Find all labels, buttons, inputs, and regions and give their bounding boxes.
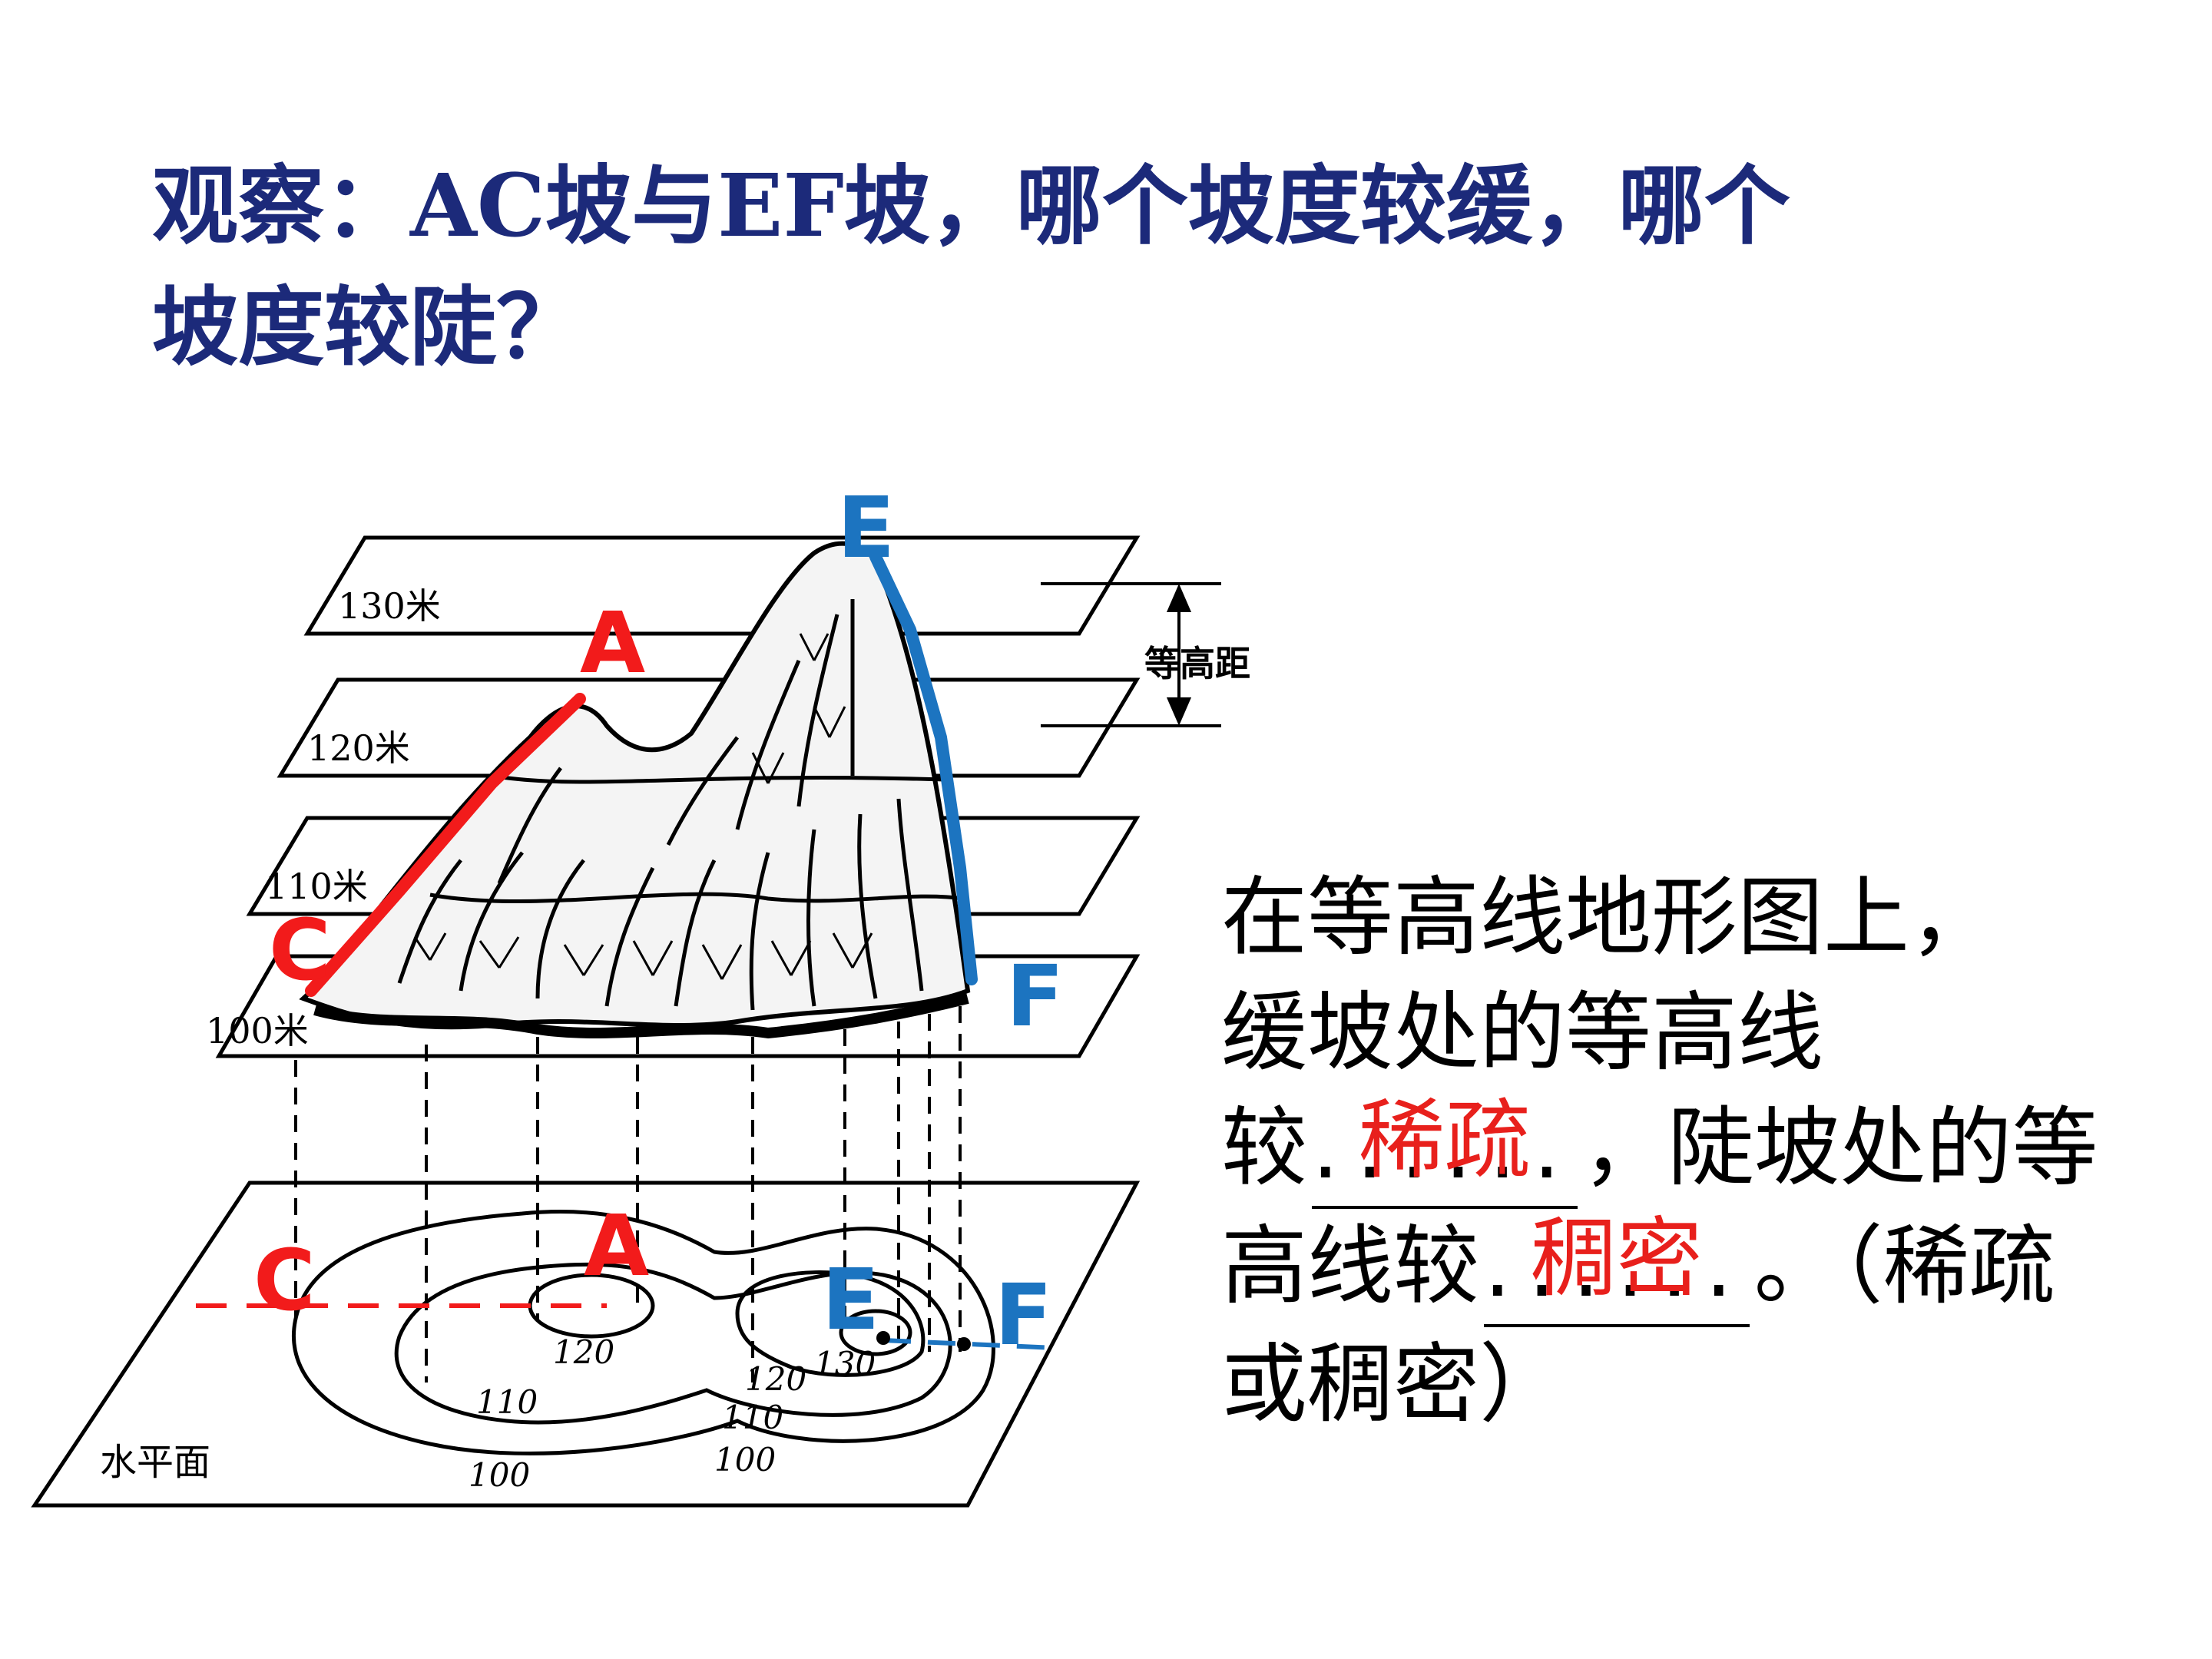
conclusion-line-3: 较......稀疏，陡坡处的等	[1221, 1091, 2197, 1209]
plane-130	[303, 535, 1141, 636]
contour-interval-indicator	[1041, 582, 1221, 727]
conclusion-line-4: 高线较......稠密。（稀疏	[1221, 1209, 2197, 1327]
blank-2-dots: ......	[1484, 1217, 1750, 1316]
point-label-c-top: C	[269, 901, 331, 999]
conclusion-line-3-pre: 较	[1221, 1098, 1307, 1198]
contour-label-130: 130	[814, 1345, 876, 1382]
conclusion-line-4-post: 。（稀疏	[1753, 1217, 2055, 1316]
conclusion-line-2: 缓坡处的等高线	[1221, 983, 1823, 1083]
conclusion-line-5: 或稠密）	[1221, 1335, 1565, 1435]
contour-interval-label: 等高距	[1144, 643, 1250, 684]
contour-130	[839, 1309, 912, 1356]
fill-blank-1: ......稀疏	[1312, 1091, 1578, 1209]
plane-label-120: 120米	[307, 727, 410, 769]
answer-sparse: 稀疏	[1358, 1091, 1531, 1190]
point-label-a-top: A	[580, 594, 645, 692]
point-f-plan-dot	[957, 1337, 971, 1351]
slope-line-ac	[305, 693, 586, 997]
contour-label-120-west: 120	[553, 1333, 614, 1371]
slope-line-ef	[869, 551, 978, 985]
plane-label-100: 100米	[206, 1010, 309, 1051]
question-title: 观察：AC坡与EF坡，哪个坡度较缓，哪个 坡度较陡？	[152, 146, 2118, 389]
contour-label-100-east: 100	[714, 1441, 776, 1479]
contour-label-110-west: 110	[476, 1383, 538, 1421]
contour-map	[291, 1209, 995, 1455]
conclusion-line-3-post: ，陡坡处的等	[1581, 1098, 2098, 1198]
conclusion-text: 在等高线地形图上， 缓坡处的等高线 较......稀疏，陡坡处的等 高线较...…	[1221, 860, 2197, 1442]
contour-100	[291, 1209, 995, 1455]
contour-label-100-west: 100	[469, 1456, 530, 1494]
contour-label-110-east: 110	[722, 1399, 783, 1436]
point-label-e-plan: E	[822, 1250, 879, 1349]
conclusion-line-4-pre: 高线较	[1221, 1217, 1479, 1316]
answer-dense: 稠密	[1530, 1209, 1703, 1309]
point-label-e-top: E	[837, 478, 895, 577]
point-label-f-plan: F	[995, 1266, 1052, 1364]
plane-label-130: 130米	[338, 585, 441, 627]
point-label-f-top: F	[1006, 947, 1064, 1045]
point-e-plan-dot	[876, 1331, 890, 1345]
horizontal-base-plane	[31, 1181, 1141, 1508]
plane-label-110: 110米	[265, 866, 368, 907]
contour-120-east	[735, 1270, 926, 1377]
contour-label-120-east: 120	[745, 1360, 806, 1398]
fill-blank-2: ......稠密	[1484, 1209, 1750, 1327]
point-label-a-plan: A	[584, 1197, 649, 1295]
horizontal-plane-label: 水平面	[100, 1441, 210, 1484]
plan-line-ef	[882, 1338, 1057, 1350]
question-line-1: 观察：AC坡与EF坡，哪个坡度较缓，哪个	[152, 156, 1790, 257]
question-line-2: 坡度较陡？	[152, 277, 582, 378]
contour-110	[394, 1262, 952, 1425]
conclusion-line-1: 在等高线地形图上，	[1221, 868, 1995, 968]
point-label-c-plan: C	[253, 1231, 316, 1330]
blank-1-dots: ......	[1312, 1098, 1578, 1198]
